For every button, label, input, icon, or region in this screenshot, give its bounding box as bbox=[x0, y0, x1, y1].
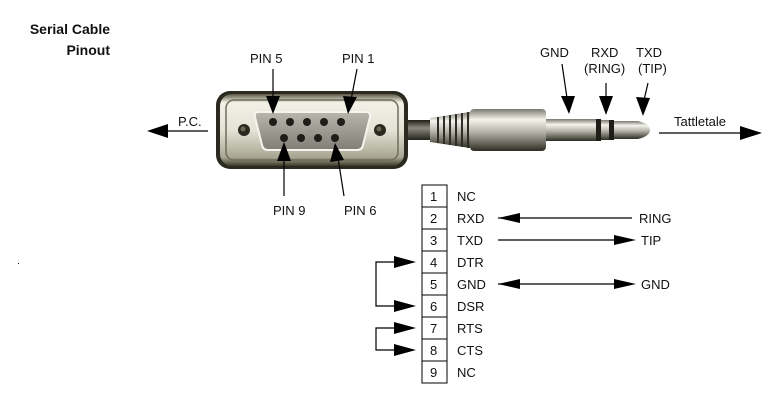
d-sub-face bbox=[253, 111, 372, 151]
pin5-label: PIN 5 bbox=[250, 51, 283, 66]
pin-row: 4 DTR bbox=[421, 250, 484, 274]
jack-tip-label: (TIP) bbox=[638, 61, 667, 76]
db9-connector bbox=[216, 91, 408, 169]
pc-arrow bbox=[147, 124, 208, 138]
pin-signal: RXD bbox=[457, 211, 484, 226]
pin-number: 2 bbox=[430, 211, 437, 226]
pin-holes-bottom-row bbox=[280, 134, 339, 142]
pin-row: 9 NC bbox=[421, 360, 476, 384]
jack-ring-label: (RING) bbox=[584, 61, 625, 76]
pin-number: 1 bbox=[430, 189, 437, 204]
jack-ring-pointer bbox=[599, 83, 613, 115]
arrowhead-right-icon bbox=[614, 235, 636, 245]
pin-loopbacks bbox=[375, 256, 416, 356]
connection-tip: TIP bbox=[498, 233, 661, 248]
arrowhead-right-icon bbox=[394, 300, 416, 312]
connection-ring: RING bbox=[498, 211, 672, 226]
jack-tip-pointer bbox=[636, 82, 650, 116]
pin6-pointer bbox=[330, 143, 345, 197]
pin-signal: CTS bbox=[457, 343, 483, 358]
stereo-jack bbox=[430, 109, 650, 151]
connection-gnd: GND bbox=[498, 277, 670, 292]
pin9-pointer bbox=[277, 142, 291, 196]
tattletale-label: Tattletale bbox=[674, 114, 726, 129]
pin-signal: DSR bbox=[457, 299, 484, 314]
pin1-label: PIN 1 bbox=[342, 51, 375, 66]
pin-number: 3 bbox=[430, 233, 437, 248]
pin-number: 9 bbox=[430, 365, 437, 380]
pin-number: 5 bbox=[430, 277, 437, 292]
jack-txd-label: TXD bbox=[636, 45, 662, 60]
title-line-1: Serial Cable bbox=[29, 21, 110, 37]
loopback-4-6 bbox=[375, 256, 416, 312]
pc-label: P.C. bbox=[178, 114, 202, 129]
tattletale-arrow bbox=[659, 126, 762, 140]
pin-row: 7 RTS bbox=[421, 316, 483, 340]
pin-number-cell bbox=[421, 360, 448, 384]
pin-number: 8 bbox=[430, 343, 437, 358]
pin-connections: RING TIP GND bbox=[498, 211, 672, 292]
arrowhead-right-icon bbox=[394, 344, 416, 356]
pin-signal: TXD bbox=[457, 233, 483, 248]
pin-signal: RTS bbox=[457, 321, 483, 336]
arrowhead-right-icon bbox=[394, 322, 416, 334]
arrowhead-left-icon bbox=[498, 213, 520, 223]
pin-row: 6 DSR bbox=[421, 294, 484, 318]
pin-row: 8 CTS bbox=[421, 338, 483, 362]
pin5-pointer bbox=[266, 69, 280, 114]
connection-label: GND bbox=[641, 277, 670, 292]
jack-rxd-label: RXD bbox=[591, 45, 618, 60]
pin-row: 1 NC bbox=[421, 184, 476, 208]
pin6-label: PIN 6 bbox=[344, 203, 377, 218]
title-line-2: Pinout bbox=[66, 42, 110, 58]
pin9-label: PIN 9 bbox=[273, 203, 306, 218]
connection-label: TIP bbox=[641, 233, 661, 248]
pin-row: 2 RXD bbox=[421, 206, 484, 230]
pin-row: 5 GND bbox=[421, 272, 486, 296]
pin-number: 4 bbox=[430, 255, 437, 270]
jack-gnd-pointer bbox=[561, 63, 575, 114]
arrowhead-left-icon bbox=[147, 124, 168, 138]
pin-number: 6 bbox=[430, 299, 437, 314]
pin-signal: NC bbox=[457, 189, 476, 204]
arrowhead-right-icon bbox=[740, 126, 762, 140]
diagram-title: Serial Cable Pinout bbox=[10, 19, 110, 61]
pin-holes-top-row bbox=[269, 118, 345, 126]
connection-label: RING bbox=[639, 211, 672, 226]
arrowhead-left-icon bbox=[498, 279, 520, 289]
pin-signal: NC bbox=[457, 365, 476, 380]
pin-number: 7 bbox=[430, 321, 437, 336]
arrowhead-right-icon bbox=[614, 279, 636, 289]
loopback-7-8 bbox=[375, 322, 416, 356]
pin1-pointer bbox=[343, 68, 358, 114]
pin-row: 3 TXD bbox=[421, 228, 483, 252]
stray-dot bbox=[18, 263, 19, 264]
pin-signal: GND bbox=[457, 277, 486, 292]
jack-gnd-label: GND bbox=[540, 45, 569, 60]
arrowhead-right-icon bbox=[394, 256, 416, 268]
pin-signal: DTR bbox=[457, 255, 484, 270]
